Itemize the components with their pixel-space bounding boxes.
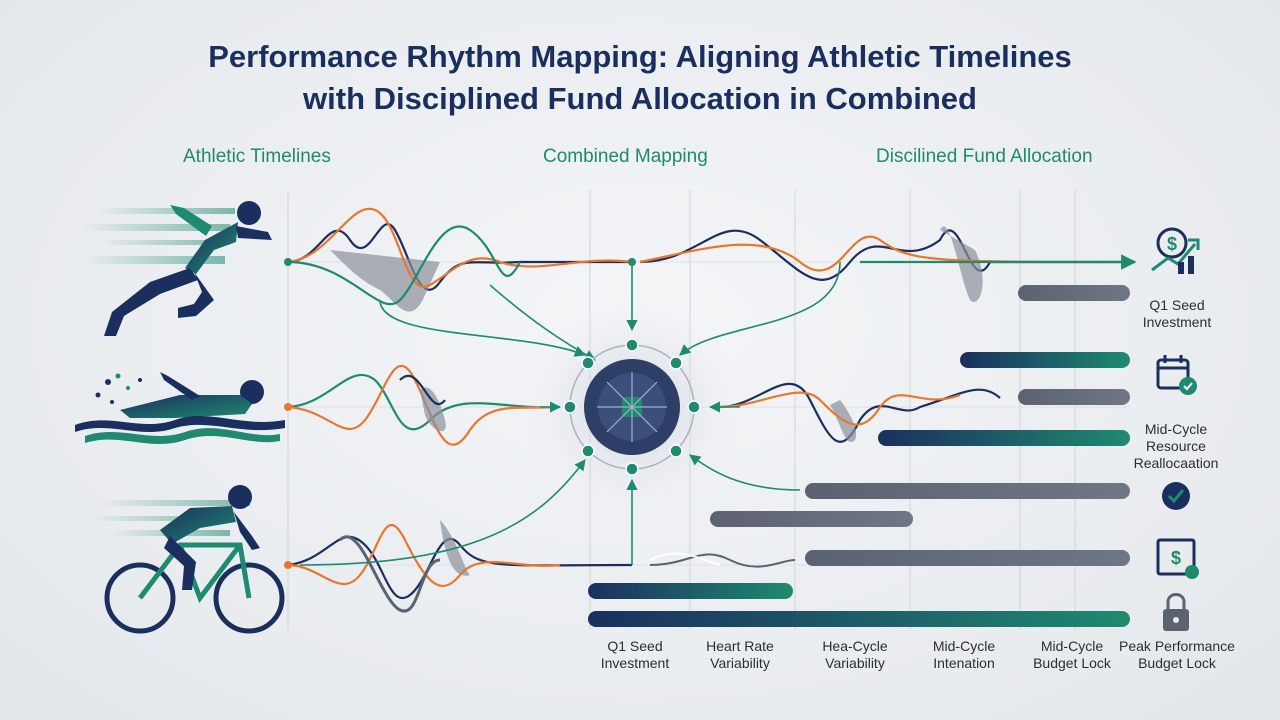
dollar-growth-icon: $ <box>1151 227 1200 274</box>
allocation-bar <box>588 583 793 599</box>
check-circle-icon <box>1162 482 1190 510</box>
svg-text:$: $ <box>1171 548 1181 568</box>
combined-mapping-hub <box>284 258 701 569</box>
allocation-bar <box>878 430 1130 446</box>
allocation-bar <box>710 511 913 527</box>
wave-row-runner <box>287 207 633 312</box>
allocation-bar <box>805 483 1130 499</box>
wave-row-swimmer <box>287 364 561 446</box>
allocation-bar <box>805 550 1130 566</box>
page-title-line-2: with Disciplined Fund Allocation in Comb… <box>303 81 977 116</box>
page-title-line-1: Performance Rhythm Mapping: Aligning Ath… <box>208 39 1072 74</box>
section-label-combined: Combined Mapping <box>543 146 708 167</box>
fund-allocation-bars <box>588 285 1130 627</box>
runner-icon <box>80 201 272 336</box>
calendar-check-icon <box>1156 355 1197 395</box>
padlock-icon <box>1163 593 1189 631</box>
allocation-bar <box>1018 285 1130 301</box>
dollar-document-icon: $ <box>1156 538 1199 579</box>
section-label-fund: Discilined Fund Allocation <box>876 146 1093 167</box>
wave-row-cyclist <box>287 520 633 613</box>
allocation-bar <box>1018 389 1130 405</box>
swimmer-icon <box>75 372 285 444</box>
cyclist-icon <box>90 485 285 634</box>
section-label-athletic: Athletic Timelines <box>183 146 331 167</box>
allocation-bar <box>960 352 1130 368</box>
hub-connectors <box>299 261 841 566</box>
wave-row-fund <box>639 226 1137 568</box>
allocation-bar <box>588 611 1130 627</box>
svg-text:$: $ <box>1167 234 1177 254</box>
